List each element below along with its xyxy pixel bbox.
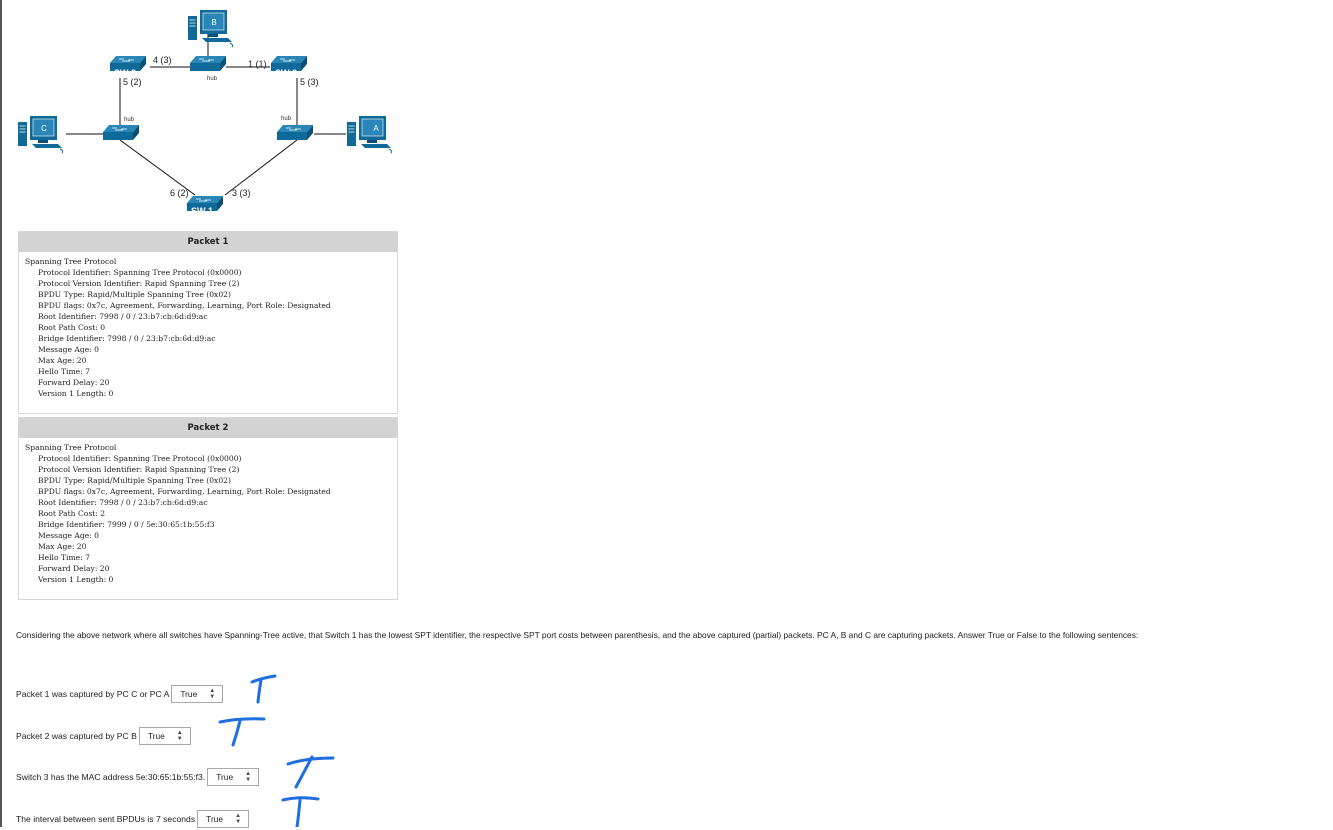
pc-c-label: C <box>41 124 47 133</box>
packet-1-field: Forward Delay: 20 <box>38 378 110 387</box>
handwritten-t-mark <box>256 678 263 704</box>
pc-b-label: B <box>211 18 216 27</box>
select-arrows-icon: ▲▼ <box>176 730 183 742</box>
packet-1-protocol: Spanning Tree Protocol <box>25 257 117 266</box>
answer-select-value: True <box>206 814 224 824</box>
packet-1-field: Root Identifier: 7998 / 0 / 23:b7:cb:6d:… <box>38 312 208 321</box>
port-label-sw3-4: 4 (3) <box>153 55 172 65</box>
answer-select-value: True <box>216 772 234 782</box>
packet-2-panel: Packet 2 Spanning Tree Protocol Protocol… <box>18 417 398 600</box>
answer-select-1[interactable]: True ▲▼ <box>171 685 224 703</box>
packet-2-field: Protocol Version Identifier: Rapid Spann… <box>38 465 240 474</box>
switch-2-icon: SW 2 <box>270 55 308 78</box>
switch-1-label: SW 1 <box>191 206 213 216</box>
packet-1-field: Bridge Identifier: 7998 / 0 / 23:b7:cb:6… <box>38 334 216 343</box>
handwritten-t-mark <box>295 798 302 827</box>
packet-2-field: Max Age: 20 <box>38 542 87 551</box>
packet-1-field: Root Path Cost: 0 <box>38 323 106 332</box>
answer-select-2[interactable]: True ▲▼ <box>138 727 191 745</box>
packet-2-title: Packet 2 <box>19 418 397 438</box>
select-arrows-icon: ▲▼ <box>245 771 252 783</box>
packet-2-field: Message Age: 0 <box>38 531 100 540</box>
hub-right-icon: hub <box>276 116 314 141</box>
packet-2-field: Version 1 Length: 0 <box>38 575 114 584</box>
packet-2-field: BPDU Type: Rapid/Multiple Spanning Tree … <box>38 476 231 485</box>
statement-row: Packet 1 was captured by PC C or PC A Tr… <box>16 683 224 705</box>
port-label-sw1-3: 3 (3) <box>232 188 251 198</box>
answer-select-value: True <box>180 689 198 699</box>
port-label-sw3-5: 5 (2) <box>123 77 142 87</box>
packet-1-field: Version 1 Length: 0 <box>38 389 114 398</box>
statement-text: Switch 3 has the MAC address 5e:30:65:1b… <box>16 772 206 782</box>
hub-left-icon: hub <box>102 117 140 141</box>
pc-a-label: A <box>373 124 379 133</box>
hub-right-label: hub <box>281 116 292 122</box>
network-diagram: B C A hub hub hub SW 3 SW 2 SW 1 4 (3) 5… <box>17 9 393 216</box>
select-arrows-icon: ▲▼ <box>209 688 216 700</box>
packet-1-title: Packet 1 <box>19 232 397 252</box>
port-label-sw2-1: 1 (1) <box>248 59 267 69</box>
statement-text: The interval between sent BPDUs is 7 sec… <box>16 814 196 824</box>
packet-1-field: Message Age: 0 <box>38 345 100 354</box>
hub-left-label: hub <box>124 117 135 123</box>
packet-1-details: Spanning Tree Protocol Protocol Identifi… <box>19 252 397 405</box>
packet-2-field: BPDU flags: 0x7c, Agreement, Forwarding,… <box>38 487 331 496</box>
packet-2-field: Protocol Identifier: Spanning Tree Proto… <box>38 454 242 463</box>
handwritten-t-mark <box>281 796 320 802</box>
question-text: Considering the above network where all … <box>16 630 1139 640</box>
packet-1-panel: Packet 1 Spanning Tree Protocol Protocol… <box>18 231 398 414</box>
link-hubleft-sw1 <box>119 139 196 196</box>
hub-top-icon: hub <box>189 55 227 82</box>
switch-3-icon: SW 3 <box>109 55 147 78</box>
pc-c-icon: C <box>17 115 64 154</box>
packet-1-field: BPDU flags: 0x7c, Agreement, Forwarding,… <box>38 301 331 310</box>
port-label-sw2-5: 5 (3) <box>300 77 319 87</box>
statement-row: Switch 3 has the MAC address 5e:30:65:1b… <box>16 766 260 788</box>
statement-text: Packet 2 was captured by PC B <box>16 731 137 741</box>
answer-select-4[interactable]: True ▲▼ <box>197 810 250 828</box>
handwritten-t-mark <box>231 719 242 747</box>
answer-select-value: True <box>147 731 165 741</box>
link-hubright-sw1 <box>224 139 298 196</box>
handwritten-t-mark <box>250 674 277 684</box>
pc-b-icon: B <box>187 9 234 48</box>
handwritten-t-mark <box>286 756 335 766</box>
packet-2-details: Spanning Tree Protocol Protocol Identifi… <box>19 438 397 591</box>
statement-row: Packet 2 was captured by PC B True ▲▼ <box>16 725 191 747</box>
statement-text: Packet 1 was captured by PC C or PC A <box>16 689 170 699</box>
hub-top-label: hub <box>207 76 218 82</box>
packet-2-field: Bridge Identifier: 7999 / 0 / 5e:30:65:1… <box>38 520 215 529</box>
handwritten-t-mark <box>294 755 314 789</box>
answer-select-3[interactable]: True ▲▼ <box>207 768 260 786</box>
switch-3-label: SW 3 <box>114 68 136 78</box>
port-label-sw1-6: 6 (2) <box>170 188 189 198</box>
switch-2-label: SW 2 <box>275 68 297 78</box>
select-arrows-icon: ▲▼ <box>235 813 242 825</box>
handwritten-t-mark <box>218 717 266 724</box>
switch-1-icon: SW 1 <box>186 195 224 216</box>
pc-a-icon: A <box>346 115 393 154</box>
packet-1-field: Protocol Version Identifier: Rapid Spann… <box>38 279 240 288</box>
network-links <box>66 33 346 196</box>
packet-1-field: Max Age: 20 <box>38 356 87 365</box>
page-left-border <box>0 0 2 827</box>
packet-1-field: Hello Time: 7 <box>38 367 90 376</box>
packet-1-field: Protocol Identifier: Spanning Tree Proto… <box>38 268 242 277</box>
packet-2-field: Root Path Cost: 2 <box>38 509 106 518</box>
packet-2-protocol: Spanning Tree Protocol <box>25 443 117 452</box>
packet-1-field: BPDU Type: Rapid/Multiple Spanning Tree … <box>38 290 231 299</box>
packet-2-field: Root Identifier: 7998 / 0 / 23:b7:cb:6d:… <box>38 498 208 507</box>
packet-2-field: Forward Delay: 20 <box>38 564 110 573</box>
packet-2-field: Hello Time: 7 <box>38 553 90 562</box>
